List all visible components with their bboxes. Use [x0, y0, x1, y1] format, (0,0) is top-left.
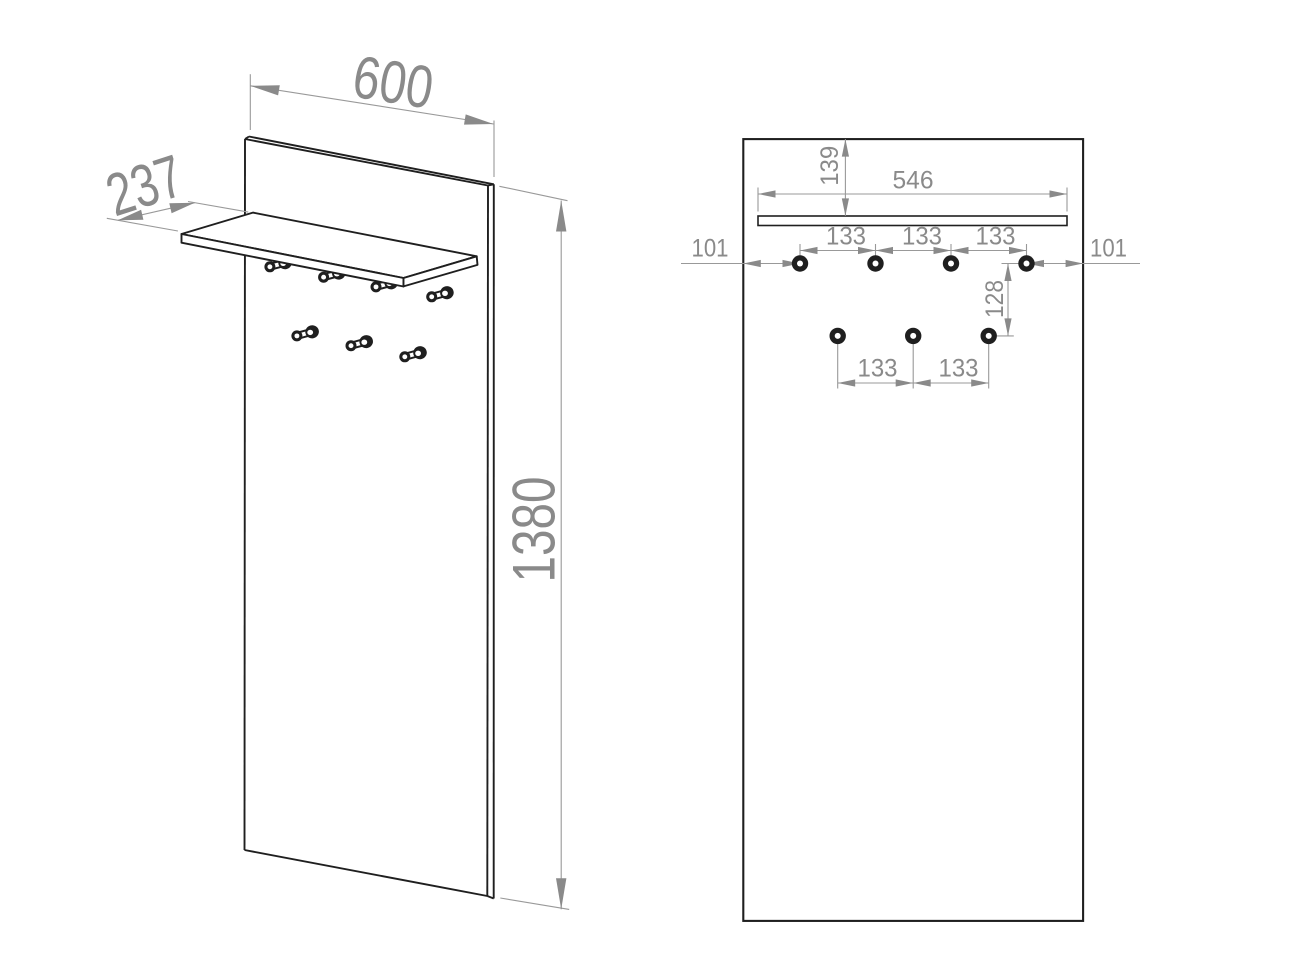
svg-text:128: 128 [981, 280, 1009, 318]
svg-text:133: 133 [939, 355, 979, 383]
svg-text:133: 133 [902, 223, 942, 251]
svg-text:133: 133 [976, 223, 1016, 251]
svg-text:139: 139 [816, 146, 844, 186]
svg-text:101: 101 [692, 235, 729, 263]
svg-text:600: 600 [348, 43, 437, 122]
svg-text:101: 101 [1090, 235, 1127, 263]
svg-text:1380: 1380 [501, 477, 568, 583]
svg-text:133: 133 [826, 223, 866, 251]
svg-text:133: 133 [858, 355, 898, 383]
svg-text:546: 546 [893, 167, 934, 195]
